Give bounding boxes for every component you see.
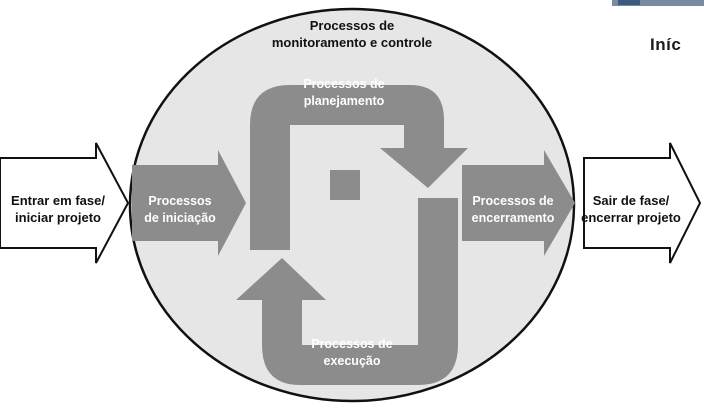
execution-label-line2: execução bbox=[324, 354, 381, 368]
exit-phase-arrow bbox=[583, 142, 702, 264]
monitoring-label-line2: monitoramento e controle bbox=[272, 35, 432, 50]
closing-arrow bbox=[462, 150, 575, 256]
monitoring-control-ellipse bbox=[128, 7, 576, 403]
initiation-label-line2: de iniciação bbox=[144, 211, 216, 225]
execution-label-line1: Processos de bbox=[311, 337, 392, 351]
corner-thumbnail-strip bbox=[612, 0, 704, 6]
exit-phase-label-line2: encerrar projeto bbox=[581, 210, 681, 225]
exit-phase-label-line1: Sair de fase/ bbox=[593, 193, 670, 208]
initiation-label-line1: Processos bbox=[148, 194, 211, 208]
enter-phase-label-line2: iniciar projeto bbox=[15, 210, 101, 225]
planning-label-line2: planejamento bbox=[304, 94, 385, 108]
planning-arrow bbox=[250, 85, 468, 250]
enter-phase-label-line1: Entrar em fase/ bbox=[11, 193, 105, 208]
closing-label-line2: encerramento bbox=[472, 211, 555, 225]
planning-label-line1: Processos de bbox=[303, 77, 384, 91]
execution-arrow bbox=[236, 198, 458, 385]
corner-thumbnail-icon bbox=[618, 0, 640, 5]
planning-execution-connector bbox=[330, 170, 360, 200]
enter-phase-arrow bbox=[0, 142, 130, 264]
initiation-arrow bbox=[132, 150, 246, 256]
closing-label-line1: Processos de bbox=[472, 194, 553, 208]
corner-heading: Iníc bbox=[650, 35, 681, 54]
monitoring-label-line1: Processos de bbox=[310, 18, 395, 33]
